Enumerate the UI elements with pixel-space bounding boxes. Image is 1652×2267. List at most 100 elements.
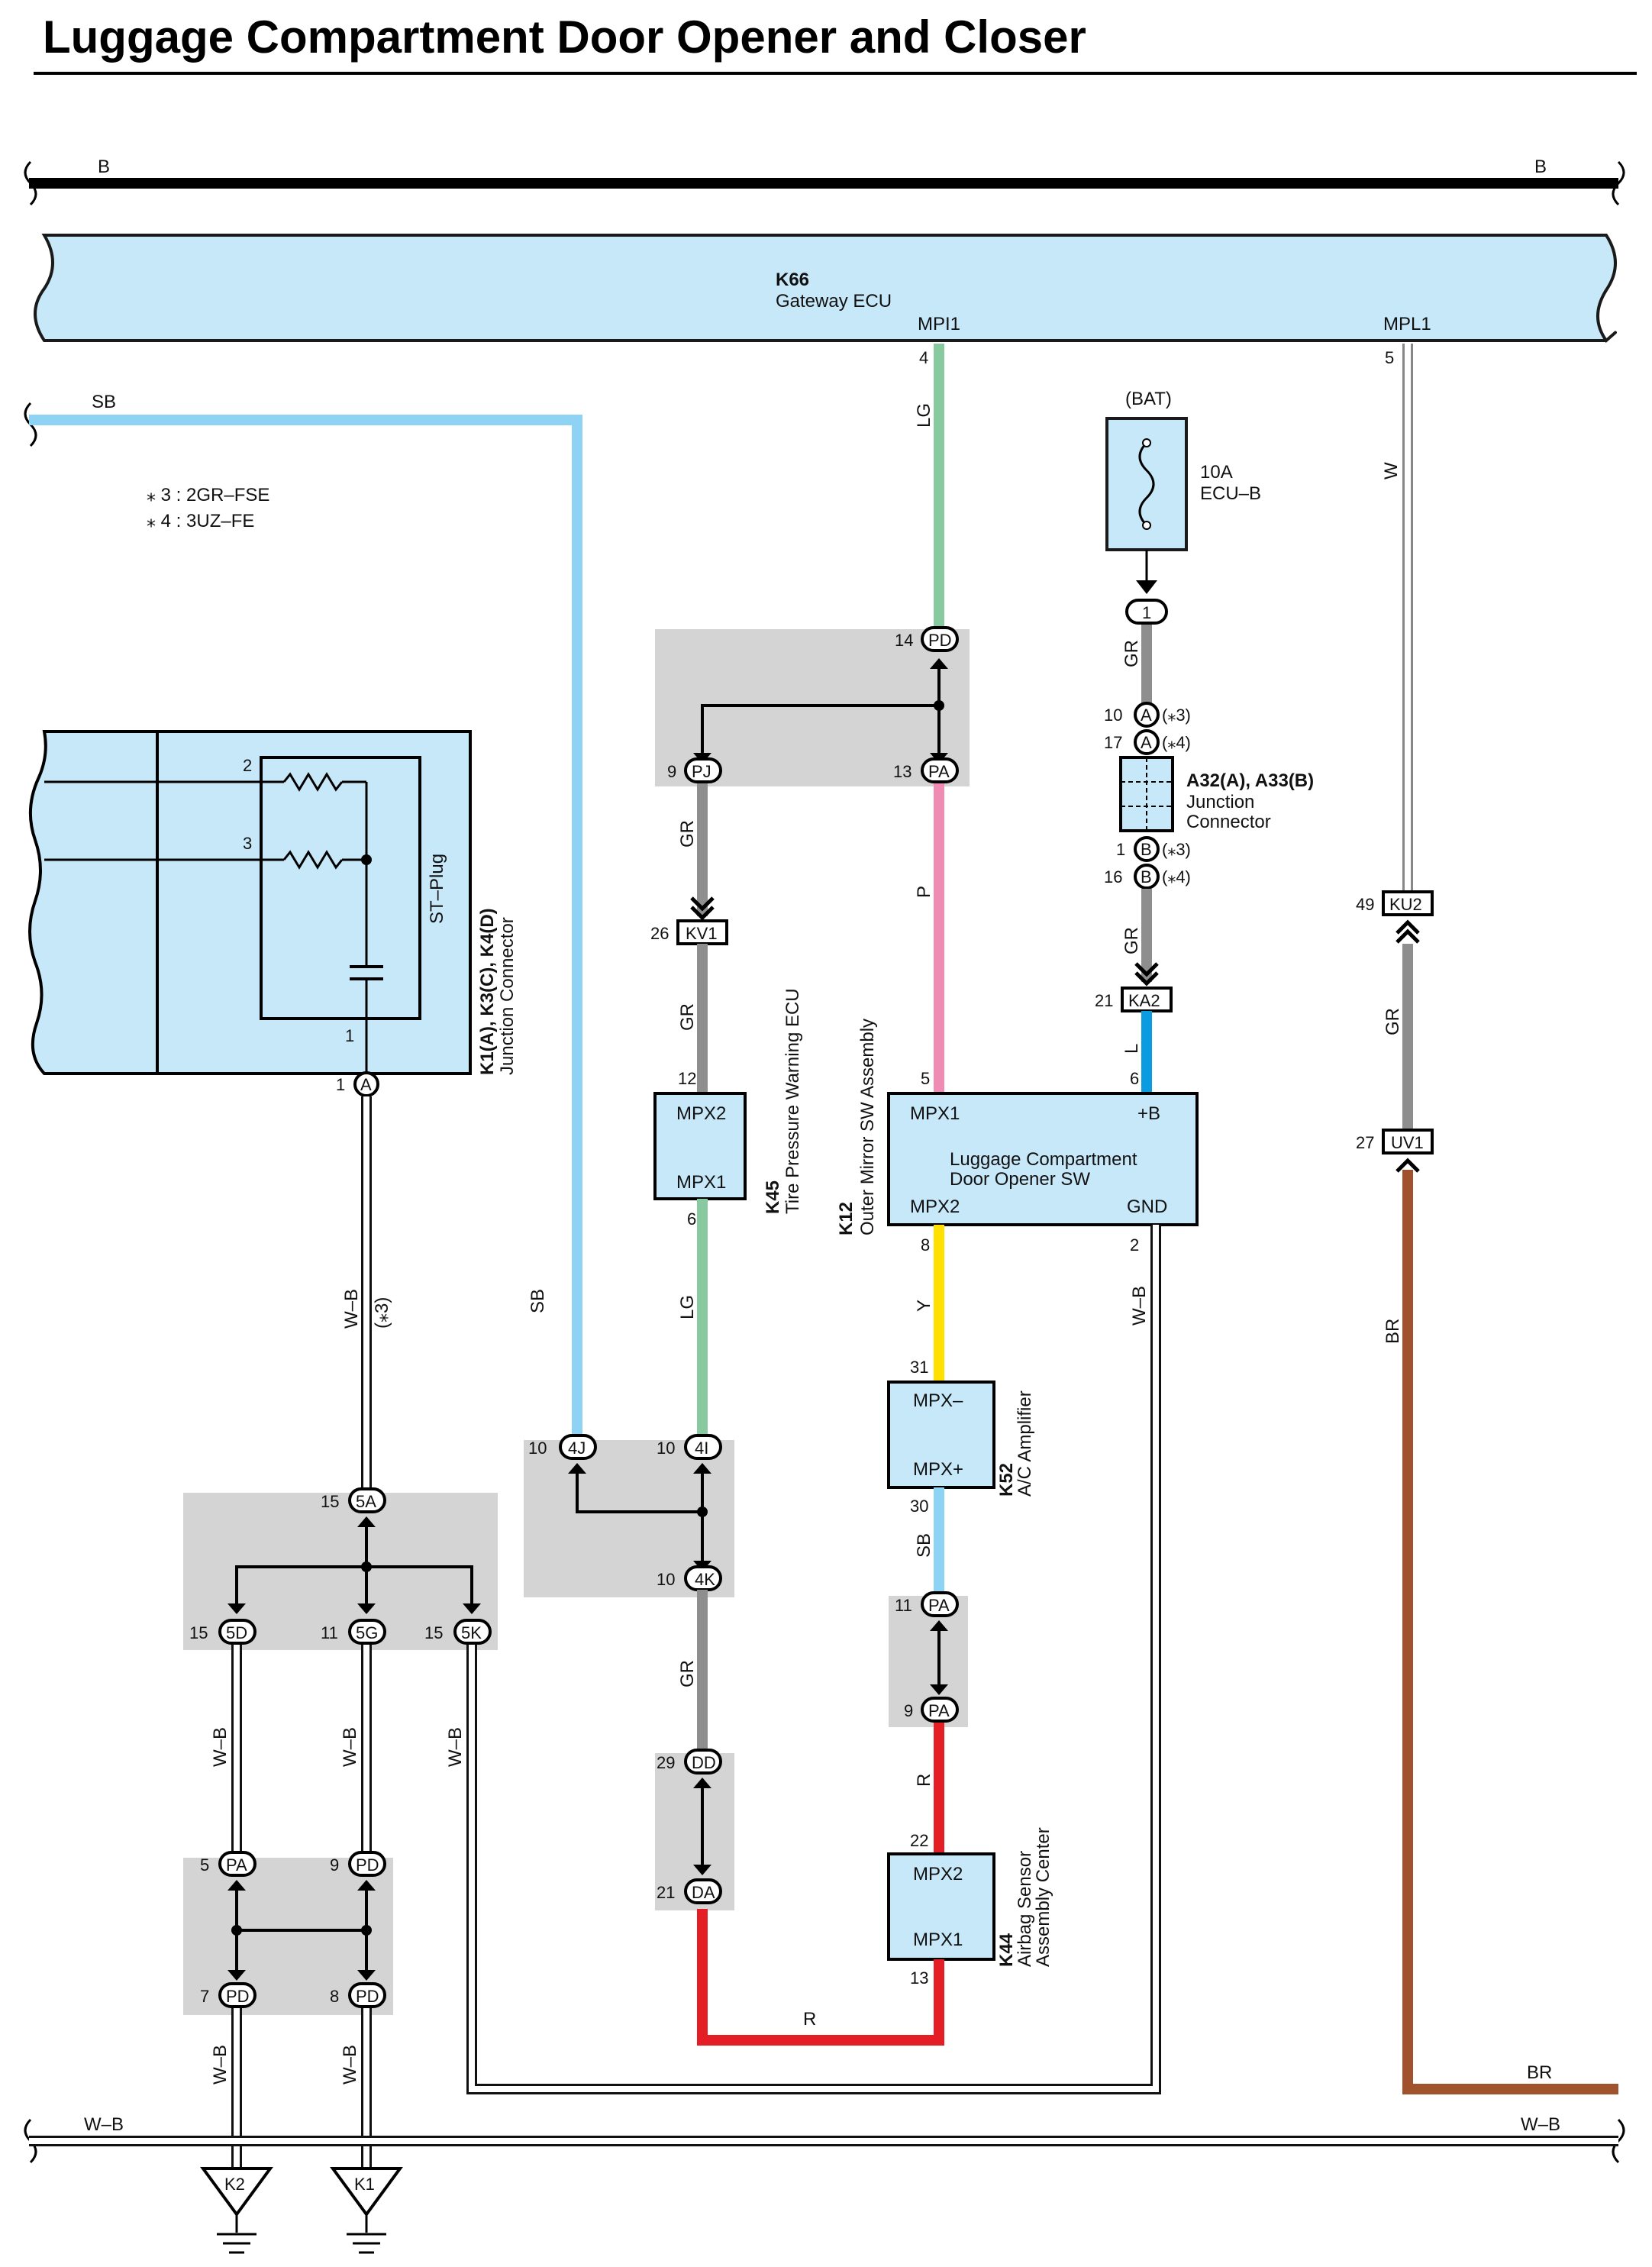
svg-text:(⁎3): (⁎3)	[1162, 840, 1191, 859]
note-3: ⁎ 3 : 2GR–FSE	[147, 485, 269, 505]
svg-text:13: 13	[893, 762, 912, 781]
connector-uv1: UV1 27	[1356, 1129, 1434, 1154]
svg-text:DA: DA	[692, 1883, 715, 1902]
svg-text:Door Opener SW: Door Opener SW	[950, 1169, 1090, 1190]
wire-r-pa: R 22	[910, 1723, 944, 1854]
ja-code: A32(A), A33(B)	[1186, 770, 1314, 791]
svg-text:(⁎4): (⁎4)	[1162, 733, 1191, 752]
svg-text:10: 10	[657, 1439, 675, 1458]
svg-text:K2: K2	[224, 2175, 245, 2194]
svg-text:15: 15	[189, 1623, 208, 1642]
svg-text:9: 9	[330, 1855, 339, 1875]
wire-label-lg-top: LG	[914, 403, 934, 428]
wire-label-r-bottom: R	[803, 2009, 816, 2030]
svg-text:13: 13	[910, 1968, 928, 1988]
wire-label-sb-mid: SB	[528, 1289, 548, 1313]
svg-text:Junction Connector: Junction Connector	[497, 917, 518, 1075]
wire-label-sb-top: SB	[92, 392, 116, 412]
svg-text:4K: 4K	[695, 1570, 715, 1589]
wire-label-wb-st: W–B	[341, 1289, 362, 1329]
svg-text:PD: PD	[356, 1987, 379, 2006]
svg-text:KA2: KA2	[1128, 991, 1160, 1010]
ac-amplifier: MPX– MPX+ K52 A/C Amplifier 30	[887, 1381, 1035, 1516]
wire-label-wb-5d: W–B	[210, 1727, 231, 1767]
wire-r-bottom: R	[697, 1909, 944, 2046]
title-underline	[34, 72, 1637, 75]
wire-label-gr-fuse: GR	[1121, 640, 1142, 667]
wire-label-gr-pj: GR	[677, 820, 698, 848]
svg-text:27: 27	[1356, 1133, 1374, 1152]
ground-bus-wb: W–B W–B	[24, 2114, 1625, 2164]
svg-text:A/C Amplifier: A/C Amplifier	[1015, 1390, 1035, 1497]
connector-kv1: KV1 26	[650, 919, 728, 945]
svg-text:8: 8	[330, 1987, 339, 2006]
wire-sb-top: SB SB	[24, 392, 582, 1445]
svg-text:Luggage Compartment: Luggage Compartment	[950, 1149, 1137, 1170]
svg-text:11: 11	[321, 1623, 338, 1642]
svg-text:5D: 5D	[226, 1623, 247, 1642]
ground-k2: K2	[200, 2167, 273, 2254]
ja-pin-17: 17	[1104, 733, 1122, 752]
ja-name2: Connector	[1186, 812, 1271, 832]
svg-text:5: 5	[921, 1069, 930, 1088]
wire-wb-5d: W–B	[210, 1645, 242, 1854]
bus-label-bottom-left: W–B	[84, 2114, 124, 2135]
svg-text:MPX2: MPX2	[913, 1864, 963, 1884]
wire-lg-top: LG	[914, 344, 944, 637]
splice-dd-da: DD 29 DA 21	[657, 1749, 722, 1904]
svg-text:15: 15	[321, 1492, 339, 1511]
svg-text:30: 30	[910, 1497, 928, 1516]
svg-text:22: 22	[910, 1831, 928, 1850]
svg-text:10: 10	[528, 1439, 547, 1458]
wire-gr-pj: GR	[677, 783, 715, 921]
svg-text:PD: PD	[928, 631, 952, 650]
luggage-compartment-door-opener-sw: MPX1 +B Luggage Compartment Door Opener …	[836, 1019, 1199, 1255]
svg-text:9: 9	[904, 1701, 913, 1720]
wire-label-gr-ku: GR	[1383, 1008, 1403, 1035]
svg-text:5: 5	[200, 1855, 209, 1875]
svg-text:PA: PA	[928, 762, 950, 781]
ground-k1: K1	[330, 2167, 403, 2254]
wire-label-gr-4k: GR	[677, 1660, 698, 1687]
svg-text:ST–Plug: ST–Plug	[427, 854, 447, 924]
svg-text:A: A	[360, 1075, 372, 1094]
svg-text:B: B	[1141, 840, 1152, 859]
ja-pin-10: 10	[1104, 706, 1122, 725]
svg-text:5K: 5K	[461, 1623, 482, 1642]
splice-5a-5d-5g-5k: 5A 15 5D 15 5G 11 5K 15	[189, 1487, 492, 1645]
svg-text:+B: +B	[1137, 1103, 1160, 1124]
svg-text:1: 1	[336, 1075, 345, 1094]
battery-bus-b: B B	[24, 157, 1625, 206]
wire-label-wb-5g: W–B	[340, 1727, 360, 1767]
svg-text:PA: PA	[226, 1855, 247, 1875]
svg-text:15: 15	[424, 1623, 443, 1642]
svg-text:31: 31	[910, 1358, 928, 1377]
wire-gr-k45: GR 12	[677, 944, 708, 1093]
svg-text:14: 14	[895, 631, 913, 650]
svg-text:K45: K45	[763, 1180, 783, 1214]
svg-text:Assembly Center: Assembly Center	[1033, 1827, 1053, 1967]
svg-text:6: 6	[687, 1209, 696, 1229]
wire-wb-st: W–B (⁎3)	[341, 1096, 392, 1490]
gateway-ecu: K66 Gateway ECU MPI1 MPL1 4 5	[34, 234, 1617, 367]
svg-text:(⁎4): (⁎4)	[1162, 867, 1191, 886]
bus-label-bottom-right: W–B	[1521, 2114, 1560, 2135]
svg-text:6: 6	[1130, 1069, 1139, 1088]
svg-text:MPX1: MPX1	[913, 1930, 963, 1950]
wire-label-br-bottom: BR	[1527, 2062, 1552, 2083]
svg-text:PD: PD	[356, 1855, 379, 1875]
svg-text:MPX1: MPX1	[910, 1103, 960, 1124]
svg-text:GND: GND	[1127, 1196, 1167, 1217]
gateway-pin-mpl1: MPL1	[1383, 314, 1431, 334]
svg-text:PJ: PJ	[692, 762, 711, 781]
bus-label-right: B	[1534, 157, 1547, 177]
wire-wb-5g: W–B	[340, 1645, 372, 1854]
wire-label-r-pa: R	[914, 1774, 934, 1787]
junction-connector-a32: A A 10 17 (⁎3) (⁎4) B B 1 16 (⁎3) (⁎4) A…	[1104, 702, 1314, 890]
svg-text:PA: PA	[928, 1701, 950, 1720]
svg-text:K44: K44	[996, 1933, 1017, 1967]
svg-text:4I: 4I	[695, 1439, 708, 1458]
splice-pd-pj-pa: PD 14 PJ 9 PA 13	[667, 626, 959, 783]
page-title: Luggage Compartment Door Opener and Clos…	[43, 11, 1086, 63]
